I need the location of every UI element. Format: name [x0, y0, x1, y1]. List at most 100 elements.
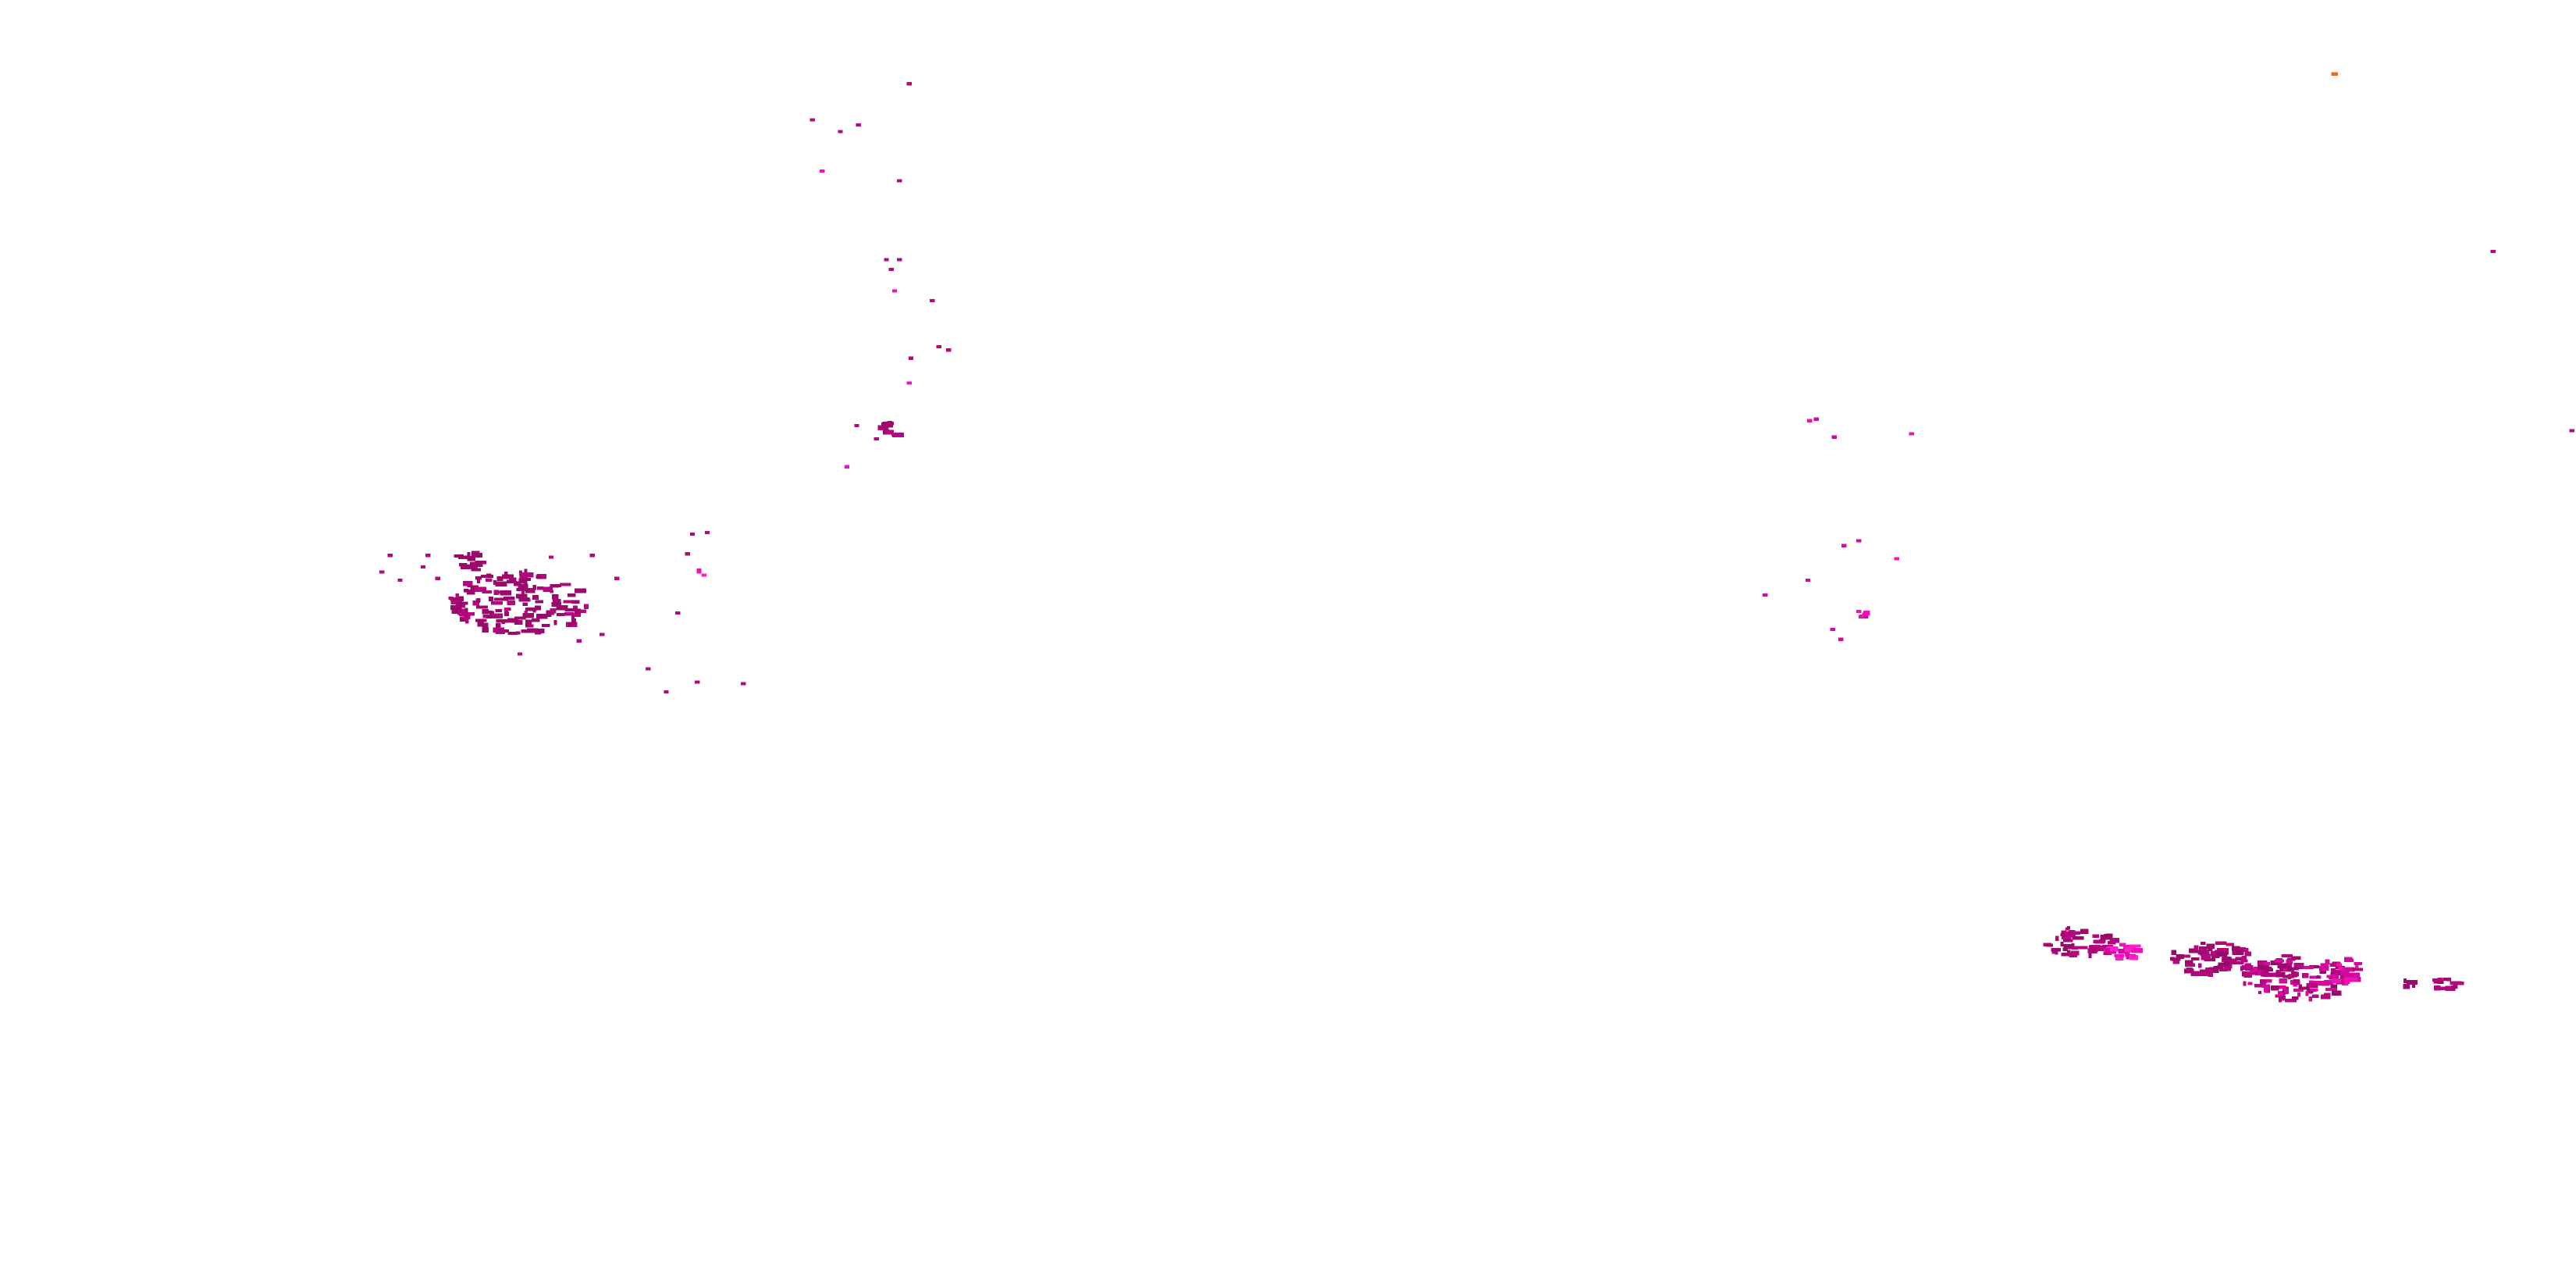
map-cell [2274, 985, 2286, 989]
map-cell [537, 586, 544, 590]
map-cell [2311, 994, 2319, 998]
map-cell [455, 593, 459, 599]
map-cell [2437, 978, 2443, 982]
map-cell [884, 258, 889, 262]
map-cell [2115, 957, 2124, 960]
map-cell [2285, 986, 2289, 990]
map-cell [2201, 953, 2211, 957]
outliers-northeast [2331, 72, 2574, 433]
map-cell [475, 586, 486, 592]
map-cell [524, 579, 528, 584]
map-cell [2217, 947, 2229, 951]
map-cell [1830, 628, 1835, 632]
map-cell [2226, 943, 2235, 946]
map-cell [493, 613, 503, 618]
map-cell [495, 609, 503, 613]
map-cell [471, 563, 483, 567]
map-cell [556, 612, 565, 616]
map-cell [2326, 975, 2339, 978]
map-cell [2208, 946, 2213, 952]
map-cell [2450, 981, 2462, 985]
map-cell [472, 552, 483, 558]
map-cell [553, 620, 557, 625]
map-cell [500, 590, 511, 596]
map-cell [465, 618, 469, 624]
map-cell [2213, 966, 2224, 970]
map-cell [1807, 419, 1813, 422]
map-cell [2451, 985, 2457, 989]
map-cell [1813, 417, 1819, 421]
map-cell [2201, 941, 2206, 945]
map-cell [571, 618, 577, 624]
map-cell [2316, 975, 2320, 979]
map-cell [2063, 944, 2074, 950]
map-cell [2241, 955, 2247, 961]
map-cell [2412, 982, 2416, 988]
map-cell [2283, 989, 2290, 994]
map-cell [906, 82, 912, 86]
map-cell [2092, 934, 2099, 938]
map-cell [458, 596, 464, 601]
map-cell [2293, 989, 2304, 993]
map-cell [2403, 978, 2407, 984]
map-cell [514, 581, 518, 586]
map-cell [576, 639, 582, 643]
map-cell [2131, 948, 2144, 953]
map-cell [482, 590, 493, 593]
map-cell [2309, 980, 2314, 984]
map-cell [509, 577, 517, 583]
map-cell [495, 590, 500, 594]
map-cell [2257, 965, 2269, 971]
map-cell [1841, 543, 1847, 547]
map-cell [486, 615, 498, 618]
map-cell [527, 628, 539, 633]
map-cell [2065, 927, 2069, 931]
map-cell [2298, 984, 2302, 989]
map-cell [1894, 557, 1899, 561]
map-cell [1909, 432, 1914, 436]
map-cell [532, 609, 536, 613]
map-cell [2325, 959, 2330, 964]
map-cell [2335, 970, 2347, 975]
map-cell [482, 622, 489, 628]
map-cell [2292, 996, 2299, 1000]
map-cell [2275, 972, 2286, 978]
map-cell [2171, 950, 2176, 955]
map-cell [2240, 966, 2244, 971]
map-cell [2105, 947, 2110, 953]
map-cell [2243, 972, 2252, 978]
map-cell [451, 608, 458, 614]
map-cell [2569, 429, 2574, 433]
map-cell [550, 608, 557, 614]
map-cell [535, 575, 541, 579]
map-cell [2348, 972, 2360, 978]
map-cell [2051, 948, 2062, 952]
map-cell [2230, 958, 2237, 962]
map-cell [1859, 614, 1865, 618]
map-cell [2344, 957, 2353, 962]
map-cell [466, 590, 471, 593]
map-cell [572, 605, 578, 609]
map-cell [491, 601, 503, 605]
map-cell [583, 604, 589, 609]
map-cell [2353, 968, 2363, 971]
map-cell [2281, 953, 2293, 958]
map-cell [2275, 994, 2285, 998]
map-cell [2344, 977, 2356, 982]
map-cell [2245, 965, 2254, 971]
map-cell [504, 608, 508, 614]
map-cell [2199, 952, 2208, 956]
map-cell [2235, 957, 2242, 960]
map-cell [2261, 971, 2269, 977]
map-cell [2279, 967, 2291, 972]
map-cell [548, 555, 554, 559]
map-cell [2264, 987, 2269, 993]
map-cell [564, 608, 577, 612]
map-cell [2080, 928, 2089, 934]
map-cell [2051, 949, 2055, 954]
map-cell [486, 578, 493, 582]
map-cell [522, 613, 535, 618]
map-cell [475, 561, 487, 565]
map-cell [2325, 987, 2337, 991]
